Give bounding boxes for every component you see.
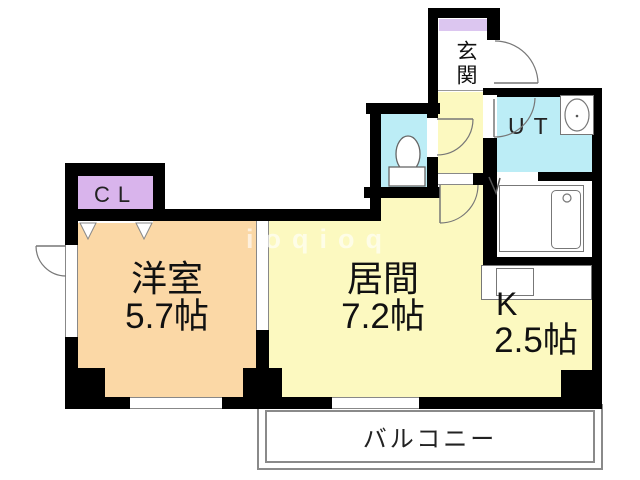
kitchen-label: K 2.5帖	[480, 286, 592, 360]
wall-ut-top	[483, 88, 602, 97]
wall-main-top	[65, 209, 381, 221]
genkan-mat	[439, 19, 487, 31]
living-room-name: 居間	[346, 258, 419, 299]
bath-door-gap	[497, 172, 538, 181]
toilet-door-gap	[427, 118, 438, 157]
toilet-door-arc	[436, 118, 474, 156]
balcony-inner-rail: バルコニー	[265, 410, 595, 463]
wall-genkan-right	[487, 8, 500, 40]
wall-below-bath	[483, 257, 602, 265]
closet-fold-icon-left	[79, 222, 97, 241]
wall-right	[592, 88, 602, 372]
hall-living-opening	[438, 173, 473, 185]
wall-closet-right	[153, 163, 165, 221]
wall-genkan-top	[428, 8, 500, 18]
wall-toilet-bottom	[364, 187, 440, 198]
bathtub-drain-icon	[562, 193, 572, 203]
wall-toilet-top	[366, 103, 440, 114]
west-window-left	[65, 245, 78, 337]
genkan-label: 玄関	[454, 40, 477, 88]
living-room-label: 居間 7.2帖	[269, 258, 497, 337]
western-room-floor	[78, 221, 256, 398]
wall-genkan-left	[428, 8, 438, 103]
wall-corner-bottom-right	[561, 370, 602, 409]
wall-partition-lower	[256, 330, 269, 375]
wall-below-ut	[483, 172, 602, 181]
kitchen-floor	[483, 300, 592, 372]
photo-watermark: ioqioq	[246, 224, 393, 254]
wall-toilet-left	[370, 103, 381, 221]
kitchen-floor-lower	[483, 372, 561, 398]
wall-closet-left	[65, 163, 78, 221]
entrance-door-arc	[494, 40, 539, 84]
bath-folding-door-icon	[488, 176, 501, 196]
balcony-label: バルコニー	[362, 426, 498, 453]
western-room-size: 5.7帖	[125, 297, 209, 337]
living-room-floor	[269, 221, 497, 398]
west-window-bottom	[130, 397, 222, 409]
closet-fold-icon-right	[135, 222, 153, 241]
ut-door-arc	[493, 97, 536, 138]
closet-fill	[78, 176, 153, 213]
western-room-name: 洋室	[130, 258, 203, 299]
partition-sliding-door	[256, 221, 269, 330]
western-room-label: 洋室 5.7帖	[78, 258, 256, 337]
balcony-sliding-door	[332, 397, 419, 409]
wall-partition-block	[243, 368, 282, 409]
wall-closet-top	[65, 163, 165, 176]
closet-label: CL	[94, 182, 139, 207]
kitchen-name: K	[496, 286, 518, 322]
kitchen-sink	[496, 268, 534, 296]
living-room-size: 7.2帖	[341, 297, 425, 337]
living-door-arc	[439, 184, 479, 224]
washbasin-drain-icon	[575, 114, 579, 118]
kitchen-size: 2.5帖	[494, 320, 578, 360]
toilet-icon-base	[388, 166, 426, 187]
genkan-floor	[438, 33, 487, 91]
ut-label: UT	[508, 113, 557, 139]
west-window-arc	[35, 245, 67, 277]
hallway-floor-lower	[381, 198, 440, 221]
